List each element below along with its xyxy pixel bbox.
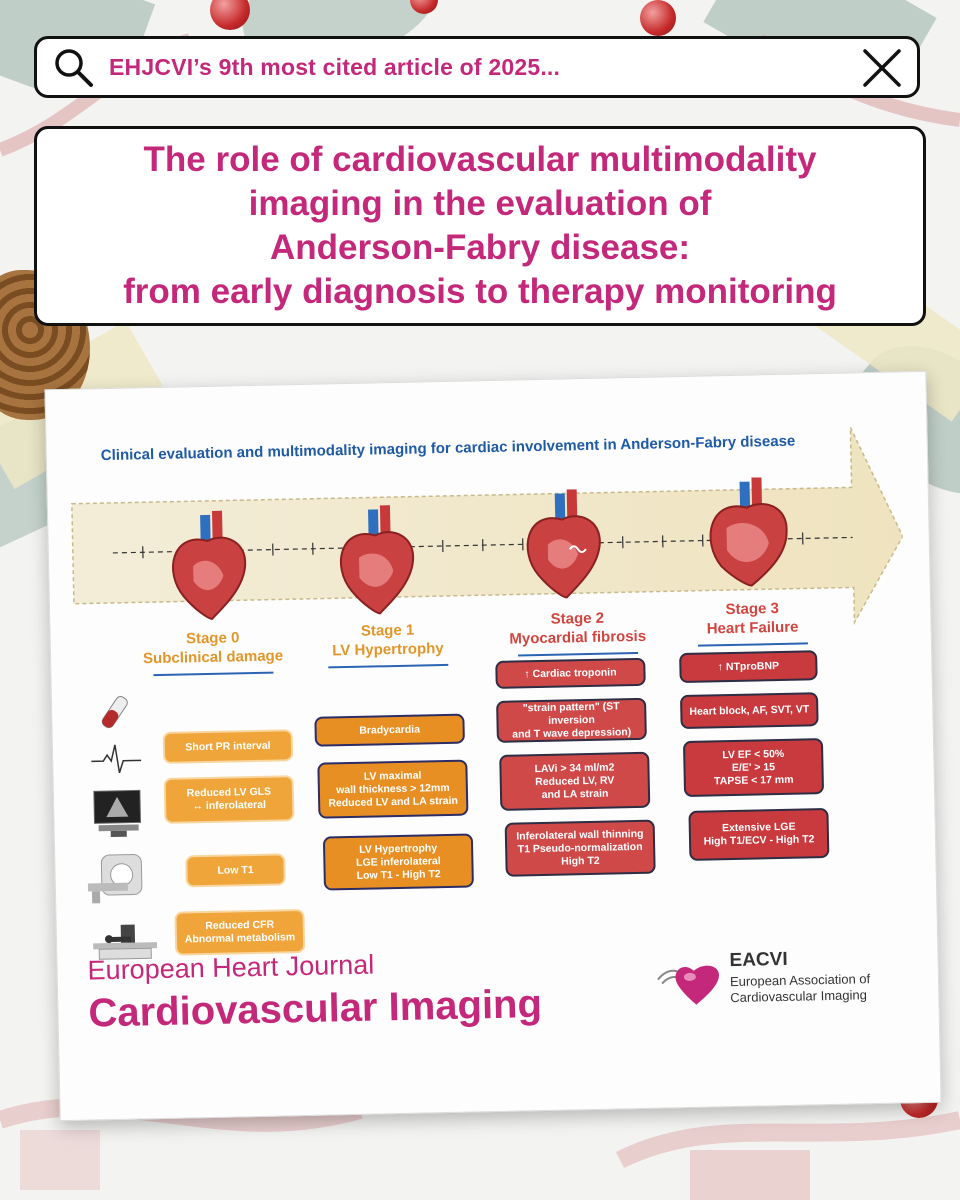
journal-name-top: European Heart Journal	[87, 949, 375, 986]
search-icon[interactable]	[51, 45, 95, 89]
close-icon[interactable]	[861, 47, 903, 89]
title-line: The role of cardiovascular multimodality	[143, 140, 817, 179]
journal-name-bottom: Cardiovascular Imaging	[88, 982, 543, 1036]
finding-reduced-cfr: Reduced CFR Abnormal metabolism	[174, 908, 306, 956]
stage-0-heading: Stage 0 Subclinical damage	[133, 627, 294, 677]
stage-3-title: Heart Failure	[706, 618, 799, 638]
title-line: imaging in the evaluation of	[248, 184, 712, 223]
stage-2-heading: Stage 2 Myocardial fibrosis	[492, 607, 663, 657]
eacvi-name: EACVI	[729, 948, 788, 972]
search-bar[interactable]: EHJCVI’s 9th most cited article of 2025.…	[34, 36, 920, 98]
echo-machine-icon	[93, 789, 142, 838]
blood-tube-icon	[101, 696, 128, 729]
finding-ntprobnp: ↑ NTproBNP	[679, 650, 818, 684]
stage-2-title: Myocardial fibrosis	[509, 627, 647, 648]
heart-icon	[339, 505, 415, 615]
eacvi-full-name: European Association of Cardiovascular I…	[729, 971, 871, 1006]
graphical-abstract-card: Clinical evaluation and multimodality im…	[44, 370, 942, 1122]
stage-3-heading: Stage 3 Heart Failure	[682, 598, 823, 647]
finding-bradycardia: Bradycardia	[314, 713, 465, 747]
finding-cardiac-troponin: ↑ Cardiac troponin	[495, 657, 646, 689]
article-title-box: The role of cardiovascular multimodality…	[34, 126, 926, 326]
finding-lv-ef: LV EF < 50% E/E' > 15 TAPSE < 17 mm	[682, 738, 825, 798]
heart-icon	[172, 510, 247, 620]
heart-logo-icon	[657, 965, 720, 1005]
pet-scanner-icon	[93, 924, 158, 960]
stage-1-heading: Stage 1 LV Hypertrophy	[312, 620, 463, 669]
finding-heart-block: Heart block, AF, SVT, VT	[679, 692, 819, 730]
graphical-abstract: Clinical evaluation and multimodality im…	[60, 397, 904, 960]
finding-lavi: LAVi > 34 ml/m2 Reduced LV, RV and LA st…	[499, 751, 651, 811]
berry-decoration	[640, 0, 676, 36]
heart-icon	[709, 477, 788, 587]
berry-decoration	[410, 0, 438, 14]
title-line: from early diagnosis to therapy monitori…	[123, 272, 837, 311]
finding-short-pr: Short PR interval	[162, 729, 294, 764]
title-line: Anderson-Fabry disease:	[269, 228, 691, 267]
mri-scanner-icon	[87, 854, 143, 904]
finding-strain-pattern: "strain pattern" (ST inversion and T wav…	[496, 697, 647, 743]
stage-2-label: Stage 2	[550, 609, 605, 628]
stage-1-title: LV Hypertrophy	[332, 640, 444, 660]
stage-1-label: Stage 1	[360, 621, 415, 640]
finding-low-t1: Low T1	[185, 853, 286, 888]
finding-reduced-lv-gls: Reduced LV GLS ↔ inferolateral	[163, 775, 295, 824]
finding-lv-hypertrophy-lge: LV Hypertrophy LGE inferolateral Low T1 …	[322, 833, 474, 891]
heart-icon	[526, 489, 601, 599]
finding-extensive-lge: Extensive LGE High T1/ECV - High T2	[688, 807, 830, 861]
search-query-text[interactable]: EHJCVI’s 9th most cited article of 2025.…	[109, 53, 561, 80]
stage-0-title: Subclinical damage	[142, 647, 284, 668]
stage-3-label: Stage 3	[725, 599, 780, 619]
stage-0-label: Stage 0	[185, 629, 240, 648]
ecg-icon	[91, 744, 142, 774]
finding-lv-wall-thickness: LV maximal wall thickness > 12mm Reduced…	[317, 759, 469, 819]
finding-inferolateral-thinning: Inferolateral wall thinning T1 Pseudo-no…	[504, 819, 656, 877]
